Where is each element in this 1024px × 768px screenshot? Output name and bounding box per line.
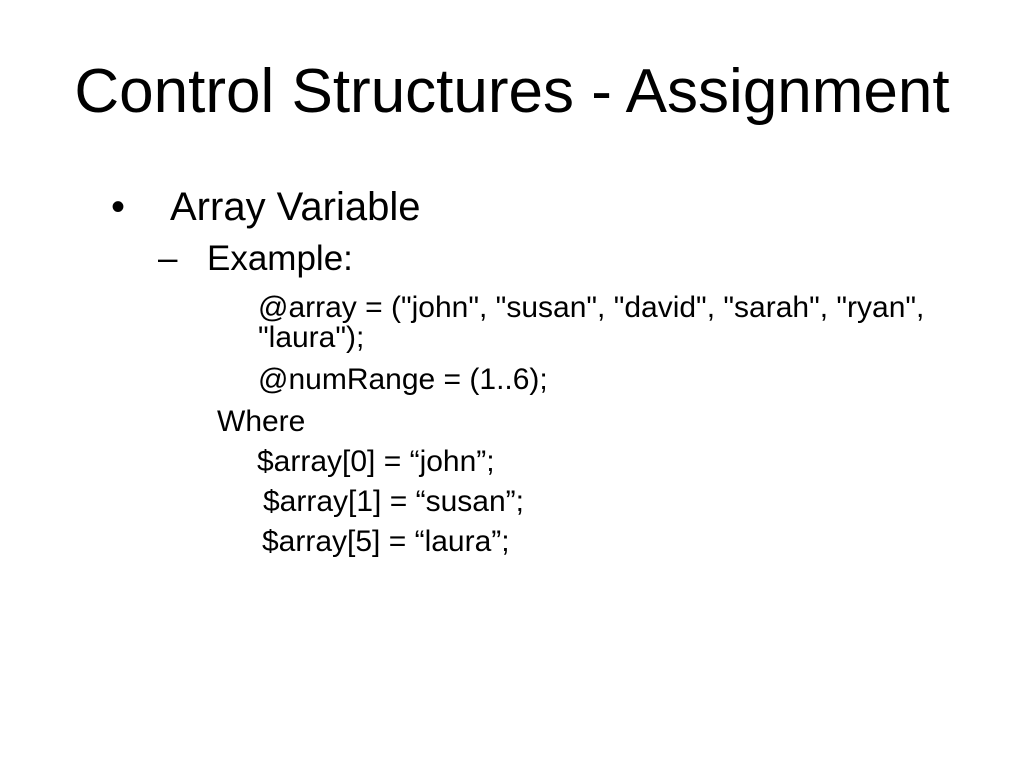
code-line-where: Where: [217, 405, 306, 438]
code-line-numrange: @numRange = (1..6);: [258, 363, 548, 396]
bullet-item-array-variable: Array Variable: [170, 185, 421, 229]
code-line-array-5: $array[5] = “laura”;: [262, 525, 510, 558]
bullet-icon: •: [111, 185, 126, 229]
code-line-array-declaration: @array = ("john", "susan", "david", "sar…: [258, 291, 925, 324]
dash-bullet-icon: –: [158, 239, 178, 278]
code-line-array-declaration-wrap: "laura");: [258, 321, 365, 354]
code-line-array-0: $array[0] = “john”;: [257, 445, 495, 478]
code-line-array-1: $array[1] = “susan”;: [263, 485, 524, 518]
slide-title: Control Structures - Assignment: [74, 57, 950, 126]
bullet-item-example: Example:: [207, 239, 353, 278]
